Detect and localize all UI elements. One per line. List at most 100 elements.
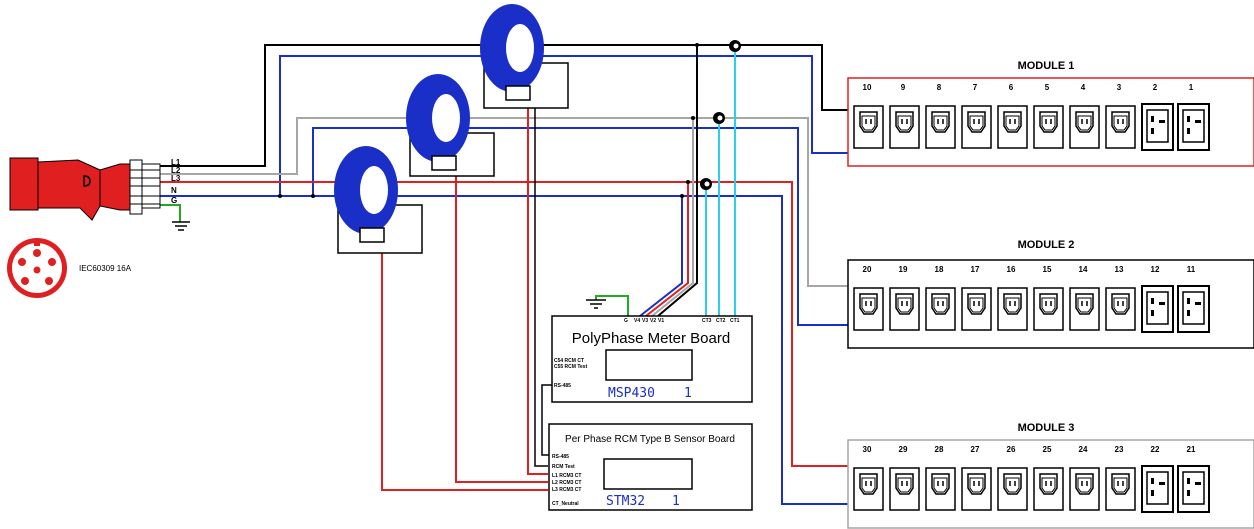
outlet-number: 2: [1153, 83, 1158, 92]
outlet-number: 8: [937, 83, 942, 92]
outlet-c13[interactable]: [1105, 287, 1136, 331]
label-l1: L1: [171, 158, 181, 167]
outlet-number: 14: [1079, 265, 1088, 274]
outlet-number: 28: [935, 445, 944, 454]
rcm-mcu: STM32: [606, 494, 645, 509]
outlet-c13[interactable]: [925, 287, 956, 331]
outlet-c19[interactable]: [1177, 103, 1210, 151]
outlet-number: 6: [1009, 83, 1014, 92]
ground-icon: [172, 221, 190, 231]
outlet-c19[interactable]: [1141, 103, 1174, 151]
ct-sensor-3: [700, 178, 712, 190]
outlet-c13[interactable]: [1033, 105, 1064, 149]
module-title: MODULE 2: [1018, 239, 1075, 251]
outlet-c13[interactable]: [925, 467, 956, 511]
label-l2: L2: [171, 166, 181, 175]
rcm-board: Per Phase RCM Type B Sensor Board STM32 …: [548, 423, 753, 511]
meter-pin-ct2: CT2: [716, 318, 726, 324]
wires: [160, 44, 848, 505]
junction-dots: [278, 43, 699, 198]
outlet-c13[interactable]: [889, 105, 920, 149]
module-title: MODULE 1: [1018, 60, 1075, 72]
outlet-number: 17: [971, 265, 980, 274]
meter-mcu: MSP430: [608, 386, 655, 401]
meter-pin-v4: V4: [634, 318, 640, 324]
wire-l3: [160, 181, 848, 467]
tap-l3: [645, 182, 689, 317]
meter-num: 1: [684, 386, 692, 401]
rcm-board-title: Per Phase RCM Type B Sensor Board: [565, 434, 735, 445]
outlet-c13[interactable]: [925, 105, 956, 149]
outlet-c13[interactable]: [1033, 287, 1064, 331]
junction: [691, 116, 695, 120]
outlet-c13[interactable]: [1105, 467, 1136, 511]
outlet-c19[interactable]: [1141, 285, 1174, 333]
rcm-num: 1: [672, 494, 680, 509]
meter-board-title: PolyPhase Meter Board: [572, 330, 730, 347]
rs485-link: [541, 384, 552, 456]
meter-pin-v3: V3: [642, 318, 648, 324]
meter-side-label: RS-485: [554, 383, 571, 389]
outlet-c13[interactable]: [1069, 287, 1100, 331]
ct-sensors: [700, 40, 741, 190]
outlet-number: 21: [1187, 445, 1196, 454]
outlet-c13[interactable]: [1069, 467, 1100, 511]
meter-pin-v1: V1: [658, 318, 664, 324]
outlet-number: 3: [1117, 83, 1122, 92]
junction: [311, 194, 315, 198]
outlet-number: 26: [1007, 445, 1016, 454]
meter-board: PolyPhase Meter Board MSP430 1 G V4 V3 V…: [551, 315, 753, 403]
meter-pin-ct1: CT1: [730, 318, 740, 324]
outlet-c13[interactable]: [961, 467, 992, 511]
outlet-number: 22: [1151, 445, 1160, 454]
tap-l2: [651, 118, 694, 317]
outlet-c13[interactable]: [1033, 467, 1064, 511]
outlet-c13[interactable]: [1105, 105, 1136, 149]
iec-plug: [9, 157, 161, 221]
rcm-ct-l3: [381, 245, 548, 491]
rcm-side-label: L2 RCM3 CT: [552, 480, 581, 486]
outlet-number: 24: [1079, 445, 1088, 454]
outlet-c13[interactable]: [853, 467, 884, 511]
outlet-c19[interactable]: [1141, 465, 1174, 513]
outlet-number: 30: [863, 445, 872, 454]
outlet-c13[interactable]: [997, 467, 1028, 511]
outlet-c13[interactable]: [889, 467, 920, 511]
outlet-c13[interactable]: [853, 105, 884, 149]
outlet-c13[interactable]: [961, 105, 992, 149]
meter-ground-wire: [595, 295, 629, 316]
outlet-c19[interactable]: [1177, 465, 1210, 513]
junction: [686, 180, 690, 184]
wire-n-module2: [312, 127, 848, 326]
outlet-c13[interactable]: [1069, 105, 1100, 149]
outlet-number: 5: [1045, 83, 1050, 92]
wire-g: [160, 204, 181, 222]
rcm-side-label: L3 RCM3 CT: [552, 487, 581, 493]
outlet-c13[interactable]: [997, 105, 1028, 149]
junction: [278, 194, 282, 198]
rcm-side-label: L1 RCM3 CT: [552, 473, 581, 479]
outlet-number: 12: [1151, 265, 1160, 274]
outlet-c13[interactable]: [889, 287, 920, 331]
outlet-number: 27: [971, 445, 980, 454]
toroid-l2: [406, 74, 495, 177]
outlet-c13[interactable]: [961, 287, 992, 331]
outlet-c13[interactable]: [997, 287, 1028, 331]
outlet-c13[interactable]: [853, 287, 884, 331]
wire-n-module1: [279, 55, 848, 196]
outlet-c19[interactable]: [1177, 285, 1210, 333]
outlet-number: 4: [1081, 83, 1086, 92]
meter-side-label: C55 RCM Test: [554, 364, 588, 370]
outlet-number: 13: [1115, 265, 1124, 274]
outlet-number: 11: [1187, 265, 1196, 274]
label-g: G: [171, 196, 177, 205]
plug-wire-labels: L1 L2 L3 N G: [171, 158, 181, 205]
rcm-side-label: CT_Neutral: [552, 501, 579, 507]
junction: [695, 43, 699, 47]
tap-n: [639, 196, 683, 317]
outlet-number: 10: [863, 83, 872, 92]
